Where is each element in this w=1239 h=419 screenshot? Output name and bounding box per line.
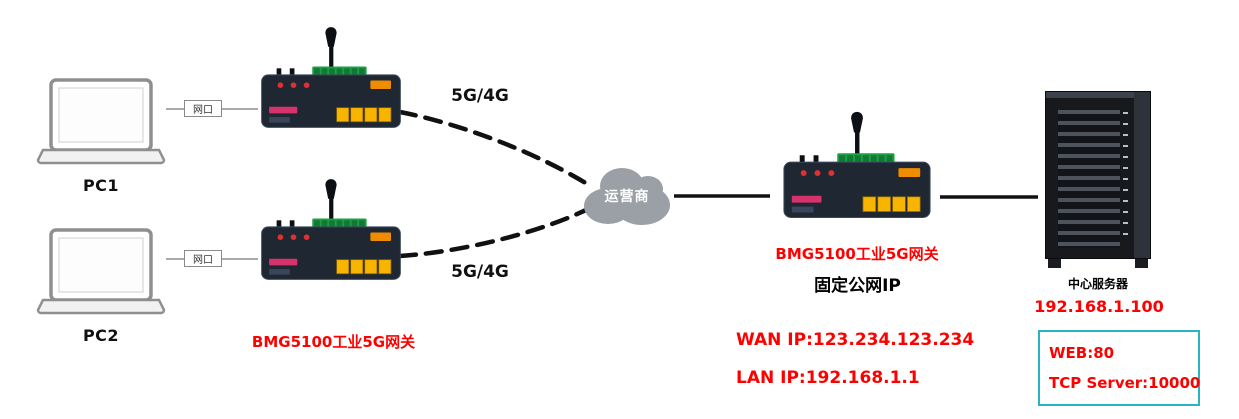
server-rack-slats [1058,110,1120,248]
server-services-box: WEB:80 TCP Server:10000 [1038,330,1200,406]
gateway2-device-icon [256,176,406,304]
pc1-laptop-icon [36,76,166,168]
gateway2-cloud-5g-link [397,203,597,259]
uplink1-label: 5G/4G [451,86,509,106]
carrier-cloud-label: 运营商 [604,189,650,205]
carrier-cloud-icon: 运营商 [578,156,676,232]
server-rack-leg [1135,259,1148,268]
lan-ip-label: LAN IP:192.168.1.1 [736,368,920,388]
pc2-label: PC2 [82,326,120,345]
wan-ip-label: WAN IP:123.234.123.234 [736,330,975,350]
server-ip-label: 192.168.1.100 [1034,297,1164,316]
pc2-ethernet-port-label: 网口 [184,250,222,267]
gateway1-device-icon [256,24,406,152]
server-rack-body [1046,92,1150,258]
pc1-label: PC1 [82,176,120,195]
service-tcp-label: TCP Server:10000 [1049,374,1201,392]
service-web-label: WEB:80 [1049,344,1115,362]
gateway2-caption: BMG5100工业5G网关 [251,333,416,351]
server-rack-leds [1123,112,1128,244]
pc1-ethernet-port-label: 网口 [184,100,222,117]
gateway1-cloud-5g-link [397,109,595,190]
server-rack-icon [1042,86,1154,268]
server-rack-leg [1048,259,1061,268]
gateway3-device-icon [778,110,936,242]
pc2-laptop-icon [36,226,166,318]
server-label: 中心服务器 [1067,277,1128,291]
gateway3-caption: BMG5100工业5G网关 [775,245,939,263]
uplink2-label: 5G/4G [451,262,509,282]
fixed-public-ip-label: 固定公网IP [814,276,901,296]
